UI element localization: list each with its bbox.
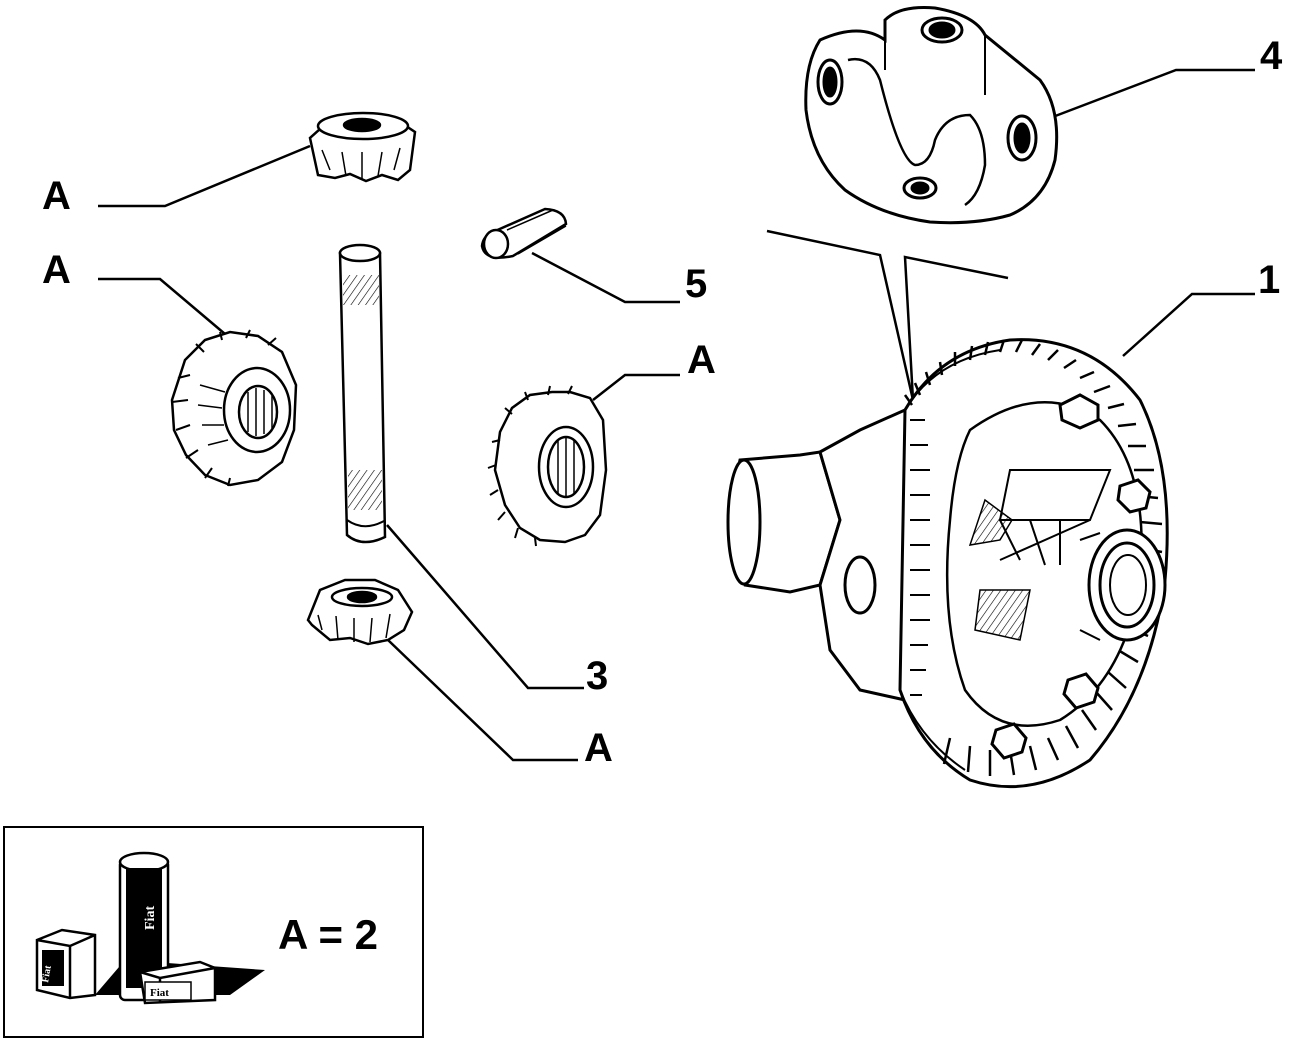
callout-label-carrier: 4 [1260, 34, 1283, 78]
pinion-gear-bottom [306, 578, 414, 646]
differential-housing [726, 338, 1169, 789]
pinion-gear-top [308, 111, 417, 183]
legend-large-box [138, 960, 217, 1005]
short-pin [480, 207, 568, 260]
leader-line-side-gear-left [98, 277, 239, 346]
leader-line-shaft [386, 524, 584, 690]
side-gear-left [170, 329, 298, 487]
callout-label-housing: 1 [1258, 258, 1281, 302]
legend-small-box [35, 928, 97, 1000]
legend-box [3, 826, 424, 1038]
callout-label-pinion-bottom: A [584, 726, 613, 770]
leader-line-housing [1122, 292, 1255, 357]
leader-line-pinion-bottom [387, 639, 578, 762]
differential-carrier [804, 6, 1059, 225]
differential-shaft [338, 243, 387, 544]
leader-line-assembly-left [766, 229, 915, 401]
callout-label-side-gear-right: A [687, 338, 716, 382]
callout-label-shaft: 3 [586, 654, 609, 698]
callout-label-pin-short: 5 [685, 262, 708, 306]
leader-line-assembly-right [903, 255, 1009, 401]
legend-large-box-brand-text: Fiat [150, 987, 169, 999]
legend-tube [118, 851, 170, 1002]
leader-lines [98, 68, 1255, 762]
leader-line-pinion-top [98, 144, 311, 208]
callout-label-pinion-top: A [42, 174, 71, 218]
legend-quantity-text: A = 2 [278, 911, 378, 958]
leader-line-pin-short [531, 251, 680, 304]
legend-illustration [35, 851, 265, 1005]
legend-small-box-brand-text: Fiat [40, 964, 54, 984]
callout-label-side-gear-left: A [42, 248, 71, 292]
side-gear-right [487, 385, 608, 547]
leader-line-side-gear-right [592, 373, 680, 401]
leader-line-carrier [1049, 68, 1255, 120]
legend-tube-brand-text: Fiat [143, 906, 158, 930]
